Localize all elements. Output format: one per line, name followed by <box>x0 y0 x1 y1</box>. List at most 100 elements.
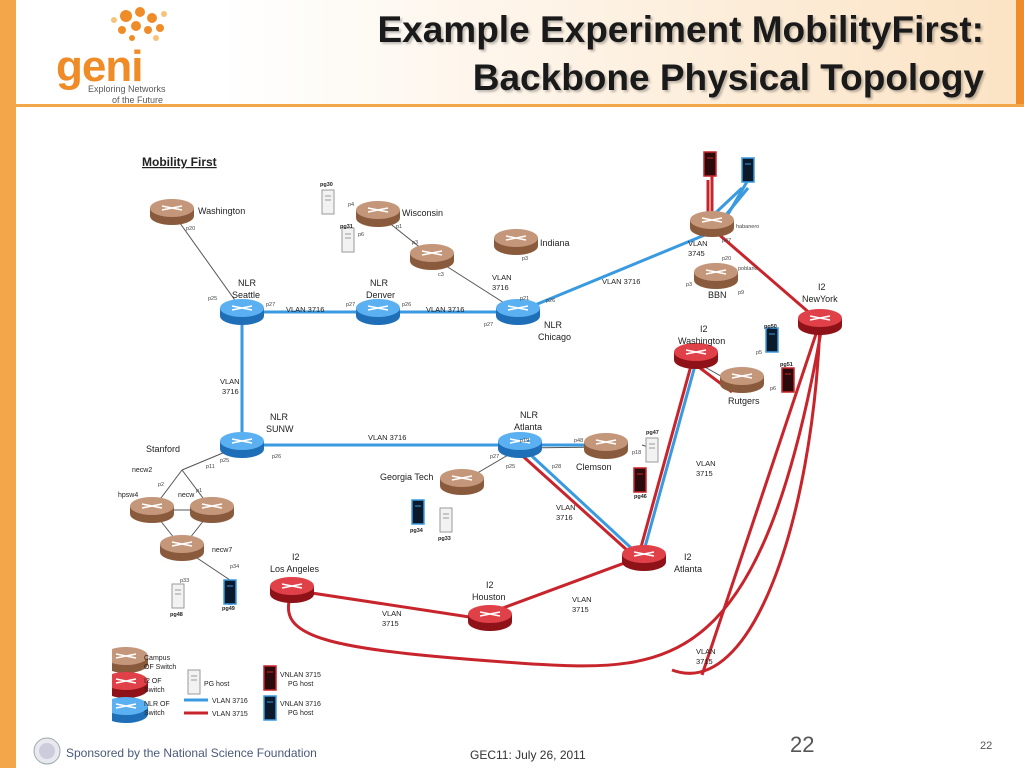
legend-i2-icon <box>103 671 149 699</box>
port-p6-rutgers: p6 <box>770 386 776 392</box>
router-nlr-seattle <box>219 298 265 326</box>
legend-vlan3716host-2: PG host <box>288 710 313 717</box>
link-label-atl-atl-num: 3716 <box>556 513 573 522</box>
legend-vlan3716: VLAN 3716 <box>212 698 248 705</box>
legend: Campus OF Switch I2 OF Switch NLR OF Swi… <box>103 645 342 725</box>
port-p4: p4 <box>348 202 354 208</box>
router-wisconsin-c3 <box>409 243 455 271</box>
port-p25-seattle: p25 <box>208 296 217 302</box>
link-label-la-ny-num: 3715 <box>696 657 713 666</box>
label-i2-losangeles-1: I2 <box>292 552 300 562</box>
host-pg33 <box>439 507 453 533</box>
router-indiana <box>493 228 539 256</box>
legend-i2-2: Switch <box>144 687 165 694</box>
host-label-pg30: pg30 <box>320 182 333 188</box>
legend-nlr-1: NLR OF <box>144 701 170 708</box>
port-p18: p18 <box>632 450 641 456</box>
label-i2-houston-1: I2 <box>486 580 494 590</box>
slide-title-line2: Backbone Physical Topology <box>472 57 984 98</box>
port-habanero: habanero <box>736 224 759 230</box>
geni-logo-dots-icon <box>111 7 167 41</box>
link-label-la-houston-num: 3715 <box>382 619 399 628</box>
router-nlr-atlanta <box>497 431 543 459</box>
host-label-pg31: pg31 <box>340 224 353 230</box>
header-right-edge <box>1016 0 1024 104</box>
host-label-pg33: pg33 <box>438 536 451 542</box>
legend-pg-host-icon <box>187 669 201 695</box>
link-label-indiana-num: 3716 <box>492 283 509 292</box>
label-i2-newyork-1: I2 <box>818 282 826 292</box>
label-i2-atlanta-2: Atlanta <box>674 564 702 574</box>
host-pg31 <box>341 227 355 253</box>
label-i2-washington-1: I2 <box>700 324 708 334</box>
link-label-bbn-num: 3745 <box>688 249 705 258</box>
port-p26-denver: p26 <box>402 302 411 308</box>
legend-red-host-icon <box>263 665 277 691</box>
port-p25-sunw: p25 <box>220 458 229 464</box>
port-p6: p6 <box>358 232 364 238</box>
port-p47-bbn: p47 <box>722 238 731 244</box>
port-p25-atl: p25 <box>506 464 515 470</box>
logo-tagline: Exploring Networks of the Future <box>88 84 166 106</box>
host-pg48 <box>171 583 185 609</box>
router-washington <box>149 198 195 226</box>
label-nlr-chicago-1: NLR <box>544 320 563 330</box>
host-label-pg34: pg34 <box>410 528 424 534</box>
label-stanford: Stanford <box>146 444 180 454</box>
link-label-atl-atl-vlan: VLAN <box>556 503 576 512</box>
label-nlr-seattle-1: NLR <box>238 278 257 288</box>
diagram-heading: Mobility First <box>142 155 217 169</box>
port-p27-chi: p27 <box>484 322 493 328</box>
logo-wordmark: geni <box>56 42 143 91</box>
slide-title-line1: Example Experiment MobilityFirst: <box>377 9 984 50</box>
port-p2-necw2: p2 <box>158 482 164 488</box>
router-i2-washington <box>673 342 719 370</box>
host-pg30 <box>321 189 335 215</box>
label-necw7: necw7 <box>212 547 232 554</box>
router-clemson <box>583 432 629 460</box>
host-pg49 <box>223 579 237 605</box>
legend-nlr-icon <box>103 696 149 724</box>
slide-footer: Sponsored by the National Science Founda… <box>0 730 1024 768</box>
link-label-indiana-vlan: VLAN <box>492 273 512 282</box>
campus-links <box>151 211 658 581</box>
port-p9: p9 <box>738 290 744 296</box>
port-p26-chi: p26 <box>546 298 555 304</box>
router-i2-losangeles <box>269 576 315 604</box>
router-necw2 <box>129 496 175 524</box>
host-label-pg51: pg51 <box>780 362 793 368</box>
label-i2-losangeles-2: Los Angeles <box>270 564 320 574</box>
port-p28: p28 <box>552 464 561 470</box>
port-p27-denver: p27 <box>346 302 355 308</box>
link-label-houston-atl-vlan: VLAN <box>572 595 592 604</box>
legend-vnlan3715-1: VNLAN 3715 <box>280 672 321 679</box>
link-label-houston-atl-num: 3715 <box>572 605 589 614</box>
label-i2-newyork-2: NewYork <box>802 294 838 304</box>
host-label-pg49: pg49 <box>222 606 235 612</box>
link-label-seattle-sunw-num: 3716 <box>222 387 239 396</box>
port-p20-bbn: p20 <box>722 256 731 262</box>
label-nlr-seattle-2: Seattle <box>232 290 260 300</box>
slide-title: Example Experiment MobilityFirst: Backbo… <box>224 6 984 102</box>
port-p1-necw: p1 <box>196 488 202 494</box>
port-p48: p48 <box>574 438 583 444</box>
port-p27-seattle: p27 <box>266 302 275 308</box>
port-p27-atl: p27 <box>490 454 499 460</box>
router-i2-newyork <box>797 308 843 336</box>
router-habanero <box>689 210 735 238</box>
port-p20-wash: p20 <box>186 226 195 232</box>
port-c3: c3 <box>438 272 444 278</box>
slide-number-small: 22 <box>980 740 993 752</box>
label-rutgers: Rutgers <box>728 396 760 406</box>
label-nlr-denver-1: NLR <box>370 278 389 288</box>
footer-date: GEC11: July 26, 2011 <box>470 748 586 762</box>
router-nlr-chicago <box>495 298 541 326</box>
topology-diagram: Mobility First <box>103 140 912 730</box>
left-accent-bar <box>0 0 16 768</box>
port-p34: p34 <box>230 564 239 570</box>
legend-campus-icon <box>103 646 149 674</box>
link-label-denver-chicago: VLAN 3716 <box>426 305 464 314</box>
label-washington: Washington <box>198 206 245 216</box>
label-necw2: necw2 <box>132 467 152 474</box>
label-bbn: BBN <box>708 290 727 300</box>
